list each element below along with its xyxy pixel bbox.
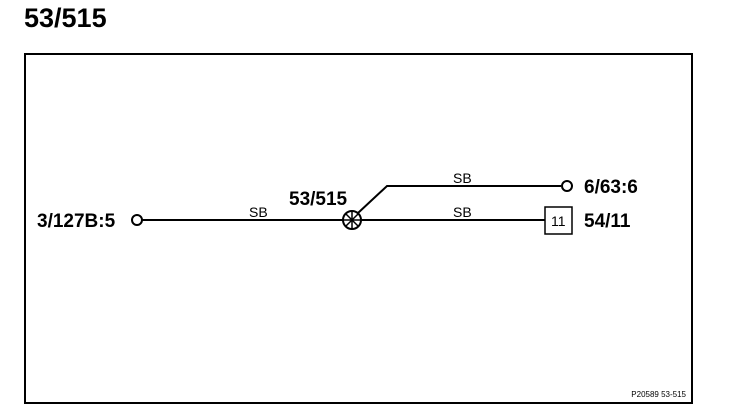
wire-splice-to-upper <box>357 185 561 214</box>
lower-connector-box-text: 11 <box>551 213 566 229</box>
lower-connector-box <box>544 206 573 235</box>
lower-connector-label: 54/11 <box>584 211 631 232</box>
diagram-frame <box>24 53 693 404</box>
left-connector-label: 3/127B:5 <box>37 211 116 232</box>
wire-upper-color-label: SB <box>453 170 472 186</box>
wire-lower-color-label: SB <box>453 204 472 220</box>
upper-connector-label: 6/63:6 <box>584 177 638 198</box>
figure-reference: P20589 53-515 <box>631 390 686 399</box>
upper-connector-terminal-icon <box>561 180 573 192</box>
page-title: 53/515 <box>24 3 107 33</box>
splice-icon <box>342 210 362 230</box>
wire-left-color-label: SB <box>249 204 268 220</box>
left-connector-terminal-icon <box>131 214 143 226</box>
splice-label: 53/515 <box>289 189 348 210</box>
